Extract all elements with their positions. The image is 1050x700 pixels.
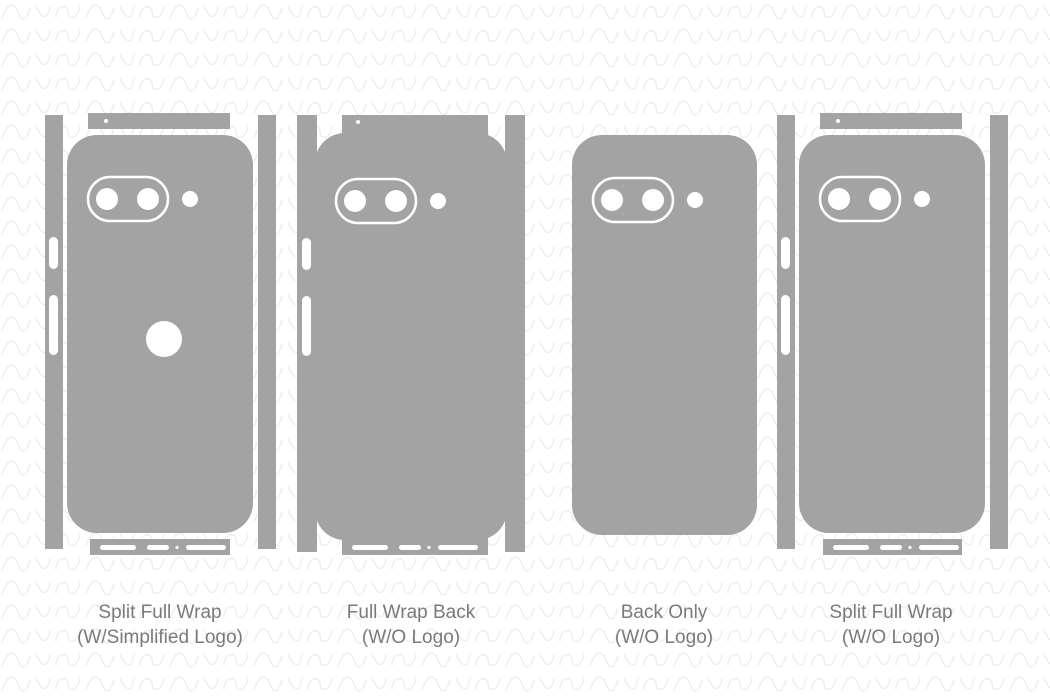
label-full-wrap-back: Full Wrap Back (W/O Logo) — [291, 600, 531, 650]
label-title: Full Wrap Back — [346, 602, 476, 623]
template-split-full-wrap — [777, 113, 1008, 555]
logo-cutout — [146, 321, 182, 357]
label-subtitle: (W/Simplified Logo) — [77, 627, 243, 648]
label-title: Back Only — [620, 602, 708, 623]
template-split-full-wrap-logo — [45, 113, 276, 555]
label-split-full-wrap-logo: Split Full Wrap (W/Simplified Logo) — [40, 600, 280, 650]
label-subtitle: (W/O Logo) — [361, 627, 461, 648]
template-full-wrap-back — [297, 115, 525, 555]
label-subtitle: (W/O Logo) — [841, 627, 941, 648]
label-back-only: Back Only (W/O Logo) — [544, 600, 784, 650]
label-title: Split Full Wrap — [829, 602, 953, 623]
label-split-full-wrap: Split Full Wrap (W/O Logo) — [771, 600, 1011, 650]
label-subtitle: (W/O Logo) — [614, 627, 714, 648]
template-back-only — [572, 135, 757, 535]
label-title: Split Full Wrap — [98, 602, 222, 623]
